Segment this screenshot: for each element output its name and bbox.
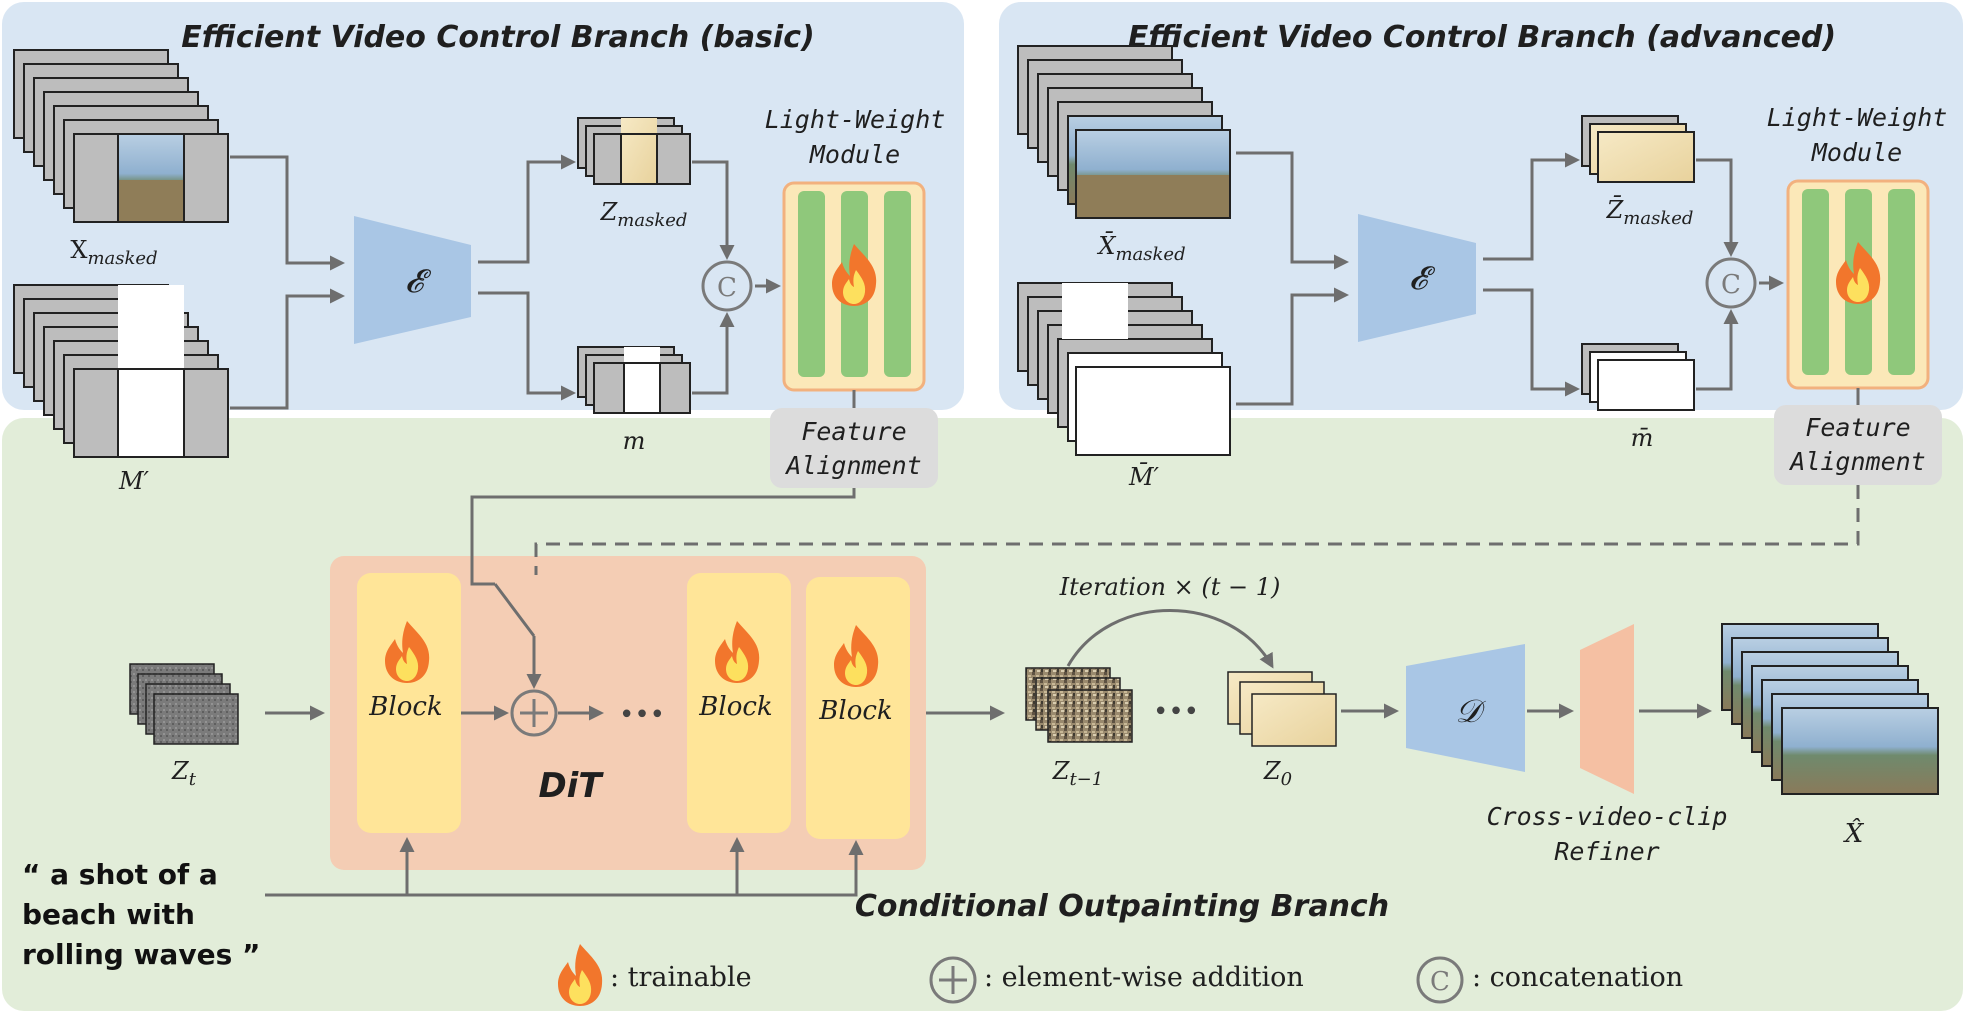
- basic-x-to-encoder-arrow: [230, 155, 345, 271]
- basic-encoder-to-m-arrow: [478, 291, 576, 401]
- legend-addition-circle: [929, 956, 977, 1004]
- basic-m-label: m: [623, 427, 646, 455]
- basic-feature-alignment: [770, 408, 938, 488]
- dit-ellipsis: •••: [619, 700, 665, 730]
- cross-video-clip-refiner: [1580, 624, 1634, 794]
- advanced-feature-alignment: [1774, 405, 1942, 485]
- x-bar-masked-frame-stack: [1017, 45, 1231, 219]
- refiner-label-line1: Cross-video-clip: [1487, 802, 1728, 831]
- advanced-x-to-encoder-arrow: [1236, 151, 1349, 270]
- basic-z-masked-stack: [577, 117, 691, 185]
- x-bar-masked-label: X̄masked: [1096, 232, 1185, 265]
- dit-block-3: [806, 577, 910, 839]
- dit-block-1: [357, 573, 461, 833]
- advanced-encoder-to-z-arrow: [1483, 152, 1580, 261]
- advanced-m-to-encoder-arrow: [1236, 287, 1349, 406]
- refiner-label-line2: Refiner: [1554, 837, 1659, 866]
- advanced-fa-line1: Feature: [1805, 413, 1910, 442]
- x-hat-label: X̂: [1843, 818, 1865, 849]
- zt1-label: Zt−1: [1052, 757, 1103, 790]
- advanced-concat-circle: [1705, 257, 1757, 309]
- latent-ellipsis: •••: [1153, 697, 1199, 727]
- dit-label: DiT: [538, 766, 604, 806]
- advanced-m-label: m̄: [1631, 424, 1654, 452]
- advanced-encoder: [1358, 214, 1476, 342]
- advanced-encoder-to-m-arrow: [1483, 288, 1580, 397]
- legend-trainable-text: : trainable: [610, 962, 752, 993]
- zt-label: Zt: [171, 757, 197, 790]
- prompt-condition-line: [265, 840, 864, 897]
- legend-concat-symbol: C: [1430, 967, 1450, 997]
- basic-feature-switch-line: [470, 488, 856, 586]
- basic-concat-symbol: C: [717, 273, 737, 303]
- iteration-arc-arrow: [1066, 609, 1274, 669]
- text-prompt-line2: beach with: [22, 898, 195, 931]
- output-video-stack: [1721, 623, 1939, 795]
- z0-label: Z0: [1263, 757, 1292, 790]
- legend-addition-text: : element-wise addition: [984, 962, 1304, 993]
- basic-encoder: [354, 216, 471, 344]
- x-masked-frame-stack: [13, 49, 229, 223]
- basic-control-panel: [2, 2, 964, 410]
- basic-m-to-encoder-arrow: [230, 288, 345, 410]
- advanced-fa-line2: Alignment: [1788, 447, 1925, 476]
- advanced-z-to-concat-arrow: [1696, 158, 1739, 257]
- advanced-m-to-concat-arrow: [1696, 309, 1739, 391]
- basic-fa-line1: Feature: [801, 417, 906, 446]
- basic-z-masked-label: Zmasked: [600, 198, 688, 231]
- dit-block-1-label: Block: [368, 692, 442, 722]
- advanced-feature-dashed-line: [534, 485, 1860, 575]
- dit-block-2: [687, 573, 791, 833]
- m-prime-label: M′: [118, 467, 150, 495]
- basic-lwm-title-line2: Module: [809, 140, 900, 169]
- z0-latent-stack: [1227, 671, 1337, 747]
- legend-concat-text: : concatenation: [1472, 962, 1683, 993]
- x-masked-label: Xmasked: [70, 236, 157, 269]
- dit-block-3-label: Block: [818, 696, 892, 726]
- mask-frame-stack: [13, 284, 229, 458]
- advanced-lwm-title-line2: Module: [1811, 138, 1902, 167]
- iteration-label: Iteration × (t − 1): [1059, 573, 1281, 601]
- text-prompt-line1: “ a shot of a: [22, 858, 218, 891]
- legend-concat-circle: [1416, 956, 1464, 1004]
- outpainting-panel-title: Conditional Outpainting Branch: [855, 889, 1389, 924]
- basic-concat-circle: [701, 260, 753, 312]
- basic-z-to-concat-arrow: [692, 160, 735, 260]
- basic-panel-title: Efficient Video Control Branch (basic): [181, 20, 814, 55]
- basic-fa-line2: Alignment: [784, 451, 921, 480]
- dit-block-2-label: Block: [698, 692, 772, 722]
- zt-latent-stack: [129, 663, 239, 745]
- advanced-z-masked-stack: [1581, 115, 1695, 183]
- advanced-concat-symbol: C: [1721, 270, 1741, 300]
- basic-encoder-to-z-arrow: [478, 154, 576, 264]
- basic-lwm-title-line1: Light-Weight: [765, 105, 946, 134]
- advanced-panel-title: Efficient Video Control Branch (advanced…: [1128, 20, 1836, 55]
- m-bar-prime-label: M̄′: [1128, 463, 1160, 491]
- basic-m-stack: [577, 346, 691, 414]
- advanced-m-stack: [1581, 343, 1695, 411]
- basic-m-to-concat-arrow: [692, 312, 735, 395]
- text-prompt-line3: rolling waves ”: [22, 938, 260, 971]
- m-bar-prime-frame-stack: [1017, 282, 1231, 456]
- advanced-z-masked-label: Z̄masked: [1606, 196, 1694, 229]
- decoder: [1406, 644, 1525, 772]
- switch-lever: [493, 583, 536, 637]
- addition-circle: [510, 689, 558, 737]
- advanced-control-panel: [999, 2, 1963, 410]
- advanced-lwm-title-line1: Light-Weight: [1767, 103, 1948, 132]
- zt1-latent-stack: [1025, 667, 1133, 743]
